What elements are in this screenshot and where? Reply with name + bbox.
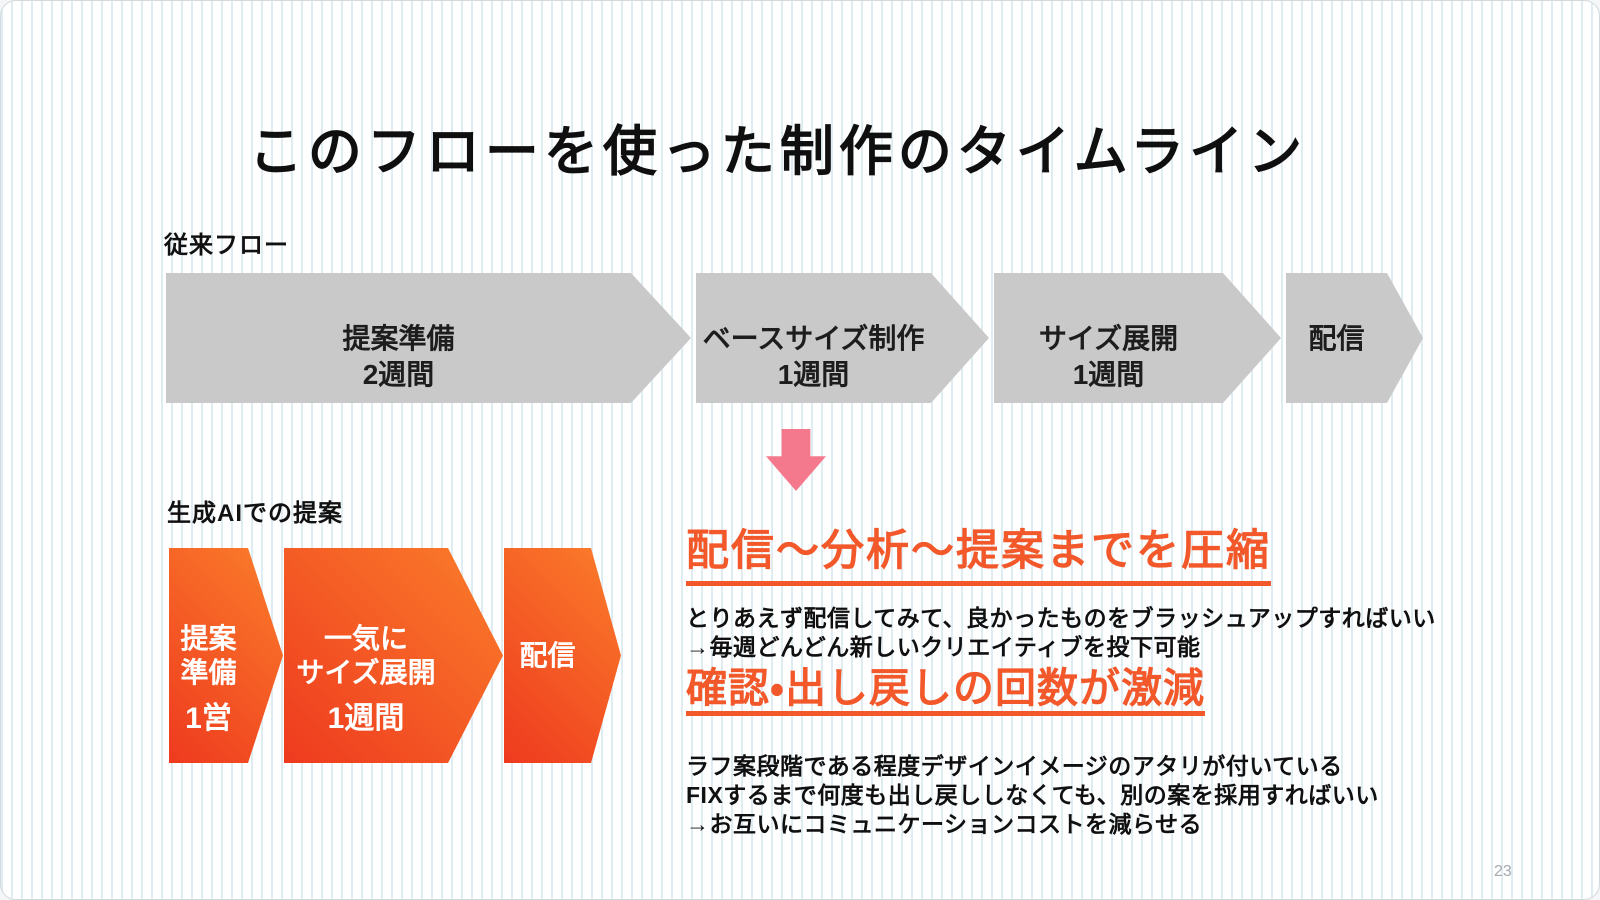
step-name: 配信 <box>519 639 576 671</box>
ai-step-arrow-proposal: 提案 準備 1営 <box>169 548 283 763</box>
step-duration: 1週間 <box>1072 359 1145 390</box>
step-name-line: 準備 <box>180 657 237 688</box>
legacy-step-arrow-proposal: 提案準備 2週間 <box>166 273 691 403</box>
benefit-text-line: ラフ案段階である程度デザインイメージのアタリが付いている <box>686 753 1343 779</box>
step-duration: 1営 <box>185 702 232 735</box>
step-name-line: 提案 <box>180 623 237 654</box>
ai-flow-label: 生成AIでの提案 <box>167 500 343 527</box>
benefit-text-line: FIXするまで何度も出し戻ししなくても、別の案を採用すればいい <box>686 782 1379 808</box>
ai-step-arrow-size-expand: 一気に サイズ展開 1週間 <box>284 548 503 763</box>
page-number: 23 <box>1494 863 1512 880</box>
step-name: サイズ展開 <box>1038 323 1179 354</box>
down-arrow-icon <box>766 429 826 491</box>
legacy-step-arrow-delivery: 配信 <box>1286 273 1423 403</box>
legacy-step-arrow-base-size: ベースサイズ制作 1週間 <box>696 273 989 403</box>
step-name: 配信 <box>1308 323 1365 354</box>
benefit-text-line: →お互いにコミュニケーションコストを減らせる <box>686 811 1203 837</box>
step-name-line: 一気に <box>323 623 408 654</box>
step-duration: 1週間 <box>327 702 405 735</box>
step-name: 提案 準備 <box>180 622 236 690</box>
benefit-text-rework: ラフ案段階である程度デザインイメージのアタリが付いている FIXするまで何度も出… <box>686 752 1379 839</box>
ai-step-arrow-delivery: 配信 <box>504 548 621 763</box>
benefit-text-compress: とりあえず配信してみて、良かったものをブラッシュアップすればいい →毎週どんどん… <box>686 604 1436 662</box>
benefit-heading-compress: 配信〜分析〜提案までを圧縮 <box>686 530 1271 586</box>
benefit-text-line: とりあえず配信してみて、良かったものをブラッシュアップすればいい <box>686 605 1436 631</box>
page-title: このフローを使った制作のタイムライン <box>248 122 1308 182</box>
step-duration: 2週間 <box>362 359 435 390</box>
step-name-line: サイズ展開 <box>296 657 436 688</box>
legacy-step-arrow-size-expand: サイズ展開 1週間 <box>994 273 1281 403</box>
step-name: 提案準備 <box>342 323 455 354</box>
benefit-text-line: →毎週どんどん新しいクリエイティブを投下可能 <box>686 634 1201 660</box>
step-name: ベースサイズ制作 <box>702 323 925 354</box>
step-duration: 1週間 <box>777 359 850 390</box>
step-name: 一気に サイズ展開 <box>296 622 435 690</box>
benefit-heading-rework: 確認・出し戻しの回数が激減 <box>686 668 1205 716</box>
legacy-flow-label: 従来フロー <box>164 232 289 259</box>
